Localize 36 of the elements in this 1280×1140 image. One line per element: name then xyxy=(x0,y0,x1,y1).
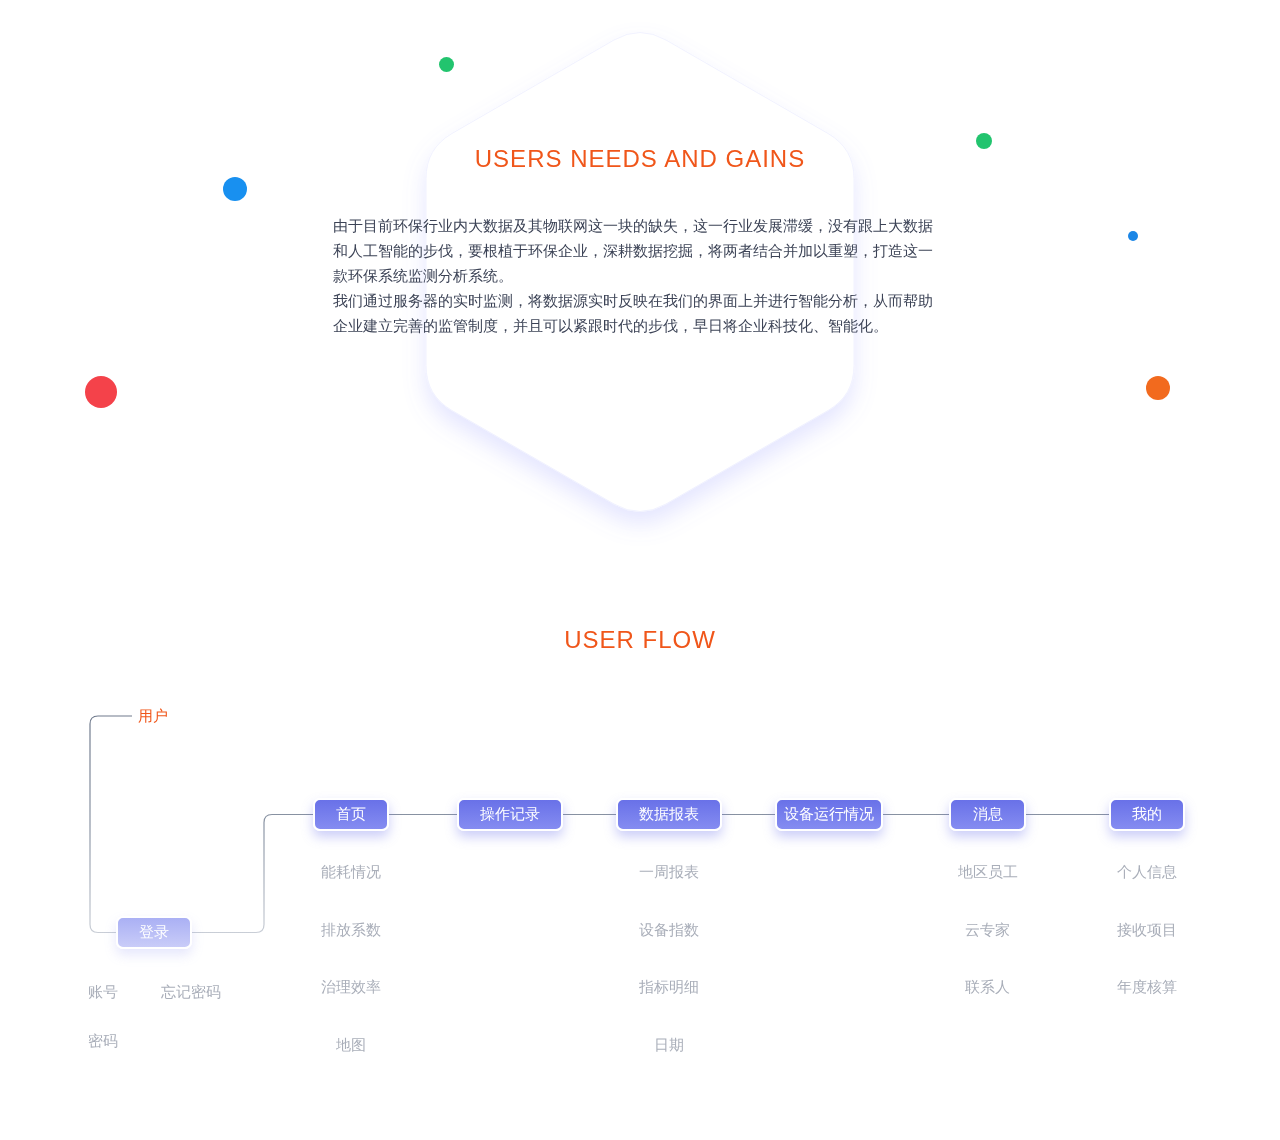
flow-step-box: 首页 xyxy=(313,798,389,831)
connector-line xyxy=(191,813,314,934)
sub-item-label: 账号 xyxy=(88,982,118,1002)
sub-item-label: 日期 xyxy=(654,1034,684,1055)
sub-item-label: 指标明细 xyxy=(639,977,699,997)
sub-item-label: 设备指数 xyxy=(639,919,699,940)
connector-line xyxy=(1025,813,1110,816)
flow-step-box: 消息 xyxy=(949,798,1026,831)
connector-line xyxy=(388,813,458,816)
connector-line xyxy=(882,813,950,816)
flow-start-label: 用户 xyxy=(132,704,174,728)
sub-item-label: 云专家 xyxy=(965,919,1010,940)
flow-step-box: 我的 xyxy=(1109,798,1185,831)
flow-step-box: 登录 xyxy=(116,916,192,949)
section-heading: USERS NEEDS AND GAINS xyxy=(473,144,807,174)
paragraph-text: 我们通过服务器的实时监测，将数据源实时反映在我们的界面上并进行智能分析，从而帮助企业建立完善的监管制度，并且可以紧跟时代的步伐，早日将企业科技化、智能化。 xyxy=(333,291,934,336)
connector-line xyxy=(89,715,133,934)
flow-step-box: 数据报表 xyxy=(616,798,722,831)
connector-line xyxy=(562,813,617,816)
sub-item-label: 治理效率 xyxy=(321,977,381,997)
sub-item-label: 忘记密码 xyxy=(161,982,221,1002)
section-heading: USER FLOW xyxy=(564,625,716,655)
sub-item-label: 个人信息 xyxy=(1117,862,1177,882)
sub-item-label: 年度核算 xyxy=(1117,977,1177,997)
sub-item-label: 密码 xyxy=(88,1031,118,1051)
connector-line xyxy=(721,813,776,816)
flow-step-box: 操作记录 xyxy=(457,798,563,831)
sub-item-label: 一周报表 xyxy=(639,862,699,882)
sub-item-label: 联系人 xyxy=(965,977,1010,997)
sub-item-label: 接收项目 xyxy=(1117,919,1177,940)
sub-item-label: 能耗情况 xyxy=(321,862,381,882)
sub-item-label: 地图 xyxy=(336,1034,366,1055)
paragraph-text: 由于目前环保行业内大数据及其物联网这一块的缺失，这一行业发展滞缓，没有跟上大数据和人工智能的步伐，要根植于环保企业，深耕数据挖掘，将两者结合并加以重塑，打造这一款环保系统监测分析系统。 xyxy=(333,216,934,286)
sub-item-label: 排放系数 xyxy=(321,919,381,940)
sub-item-label: 地区员工 xyxy=(957,862,1018,882)
flow-step-box: 设备运行情况 xyxy=(775,798,883,831)
